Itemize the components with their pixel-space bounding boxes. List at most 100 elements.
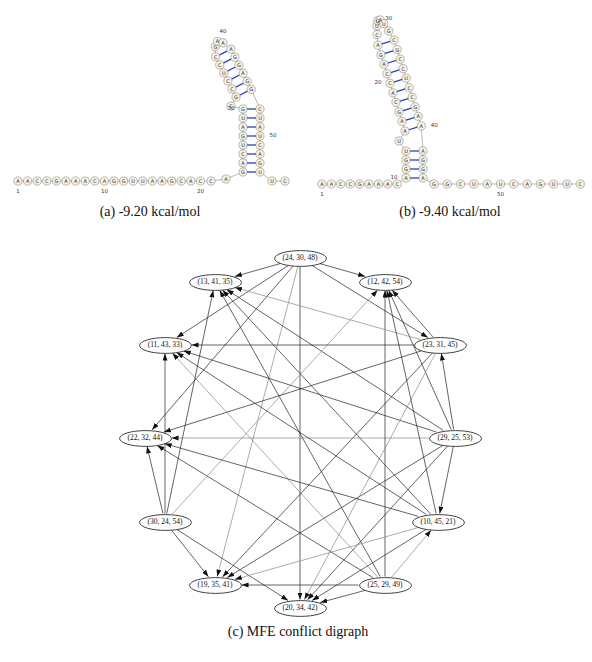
conflict-arc [235,528,418,580]
nucleotide-circle [550,180,558,188]
nucleotide-circle [395,108,403,116]
position-number: 30 [385,16,392,22]
nucleotide-circle [402,147,410,155]
nucleotide-letter: C [385,71,389,76]
graph-node: (29, 25, 53) [429,430,482,447]
nucleotide-circle [247,85,255,93]
nucleotide-circle [374,41,382,49]
nucleotide-circle [396,55,404,63]
nucleotide-circle [148,177,156,185]
nucleotide-letter: A [400,119,403,124]
nucleotide-letter: A [241,125,244,130]
nucleotide-circle [239,132,247,140]
node-outline [139,337,191,353]
nucleotide-circle [222,175,230,183]
nucleotide-circle [239,141,247,149]
nucleotide-letter: A [376,43,379,48]
position-number: 20 [374,81,381,87]
nucleotide-circle [346,180,354,188]
nucleotide-circle [235,61,243,69]
nucleotide-letter: U [270,179,274,184]
conflict-arc [242,585,359,586]
nucleotide-circle [393,180,401,188]
nucleotide-letter: U [241,116,245,121]
nucleotide-letter: G [421,167,425,172]
nucleotide-letter: C [459,182,463,187]
nucleotide-letter: A [241,71,244,76]
nucleotide-letter: A [404,176,407,181]
nucleotide-circle [398,117,406,125]
nucleotide-circle [419,156,427,164]
node-outline [414,337,466,353]
graph-node: (10, 45, 21) [412,514,465,531]
subfigure-caption: (a) -9.20 kcal/mol [100,205,201,219]
nucleotide-letter: C [209,179,213,184]
nucleotide-circle [395,137,403,145]
nucleotide-circle [110,177,118,185]
graph-node: (20, 34, 42) [274,600,327,617]
nucleotide-letter: G [112,179,116,184]
nucleotide-letter: A [216,39,219,44]
nucleotide-letter: A [377,182,380,187]
conflict-arc [223,290,431,514]
nucleotide-circle [177,177,185,185]
nucleotide-circle [256,132,264,140]
nucleotide-circle [389,89,397,97]
nucleotide-letter: U [397,139,401,144]
graph-node: (11, 43, 33) [139,337,192,354]
nucleotide-circle [327,180,335,188]
node-label: (11, 43, 33) [139,341,192,349]
graph-node: (23, 31, 45) [414,337,467,354]
conflict-arc [312,266,428,338]
nucleotide-circle [374,180,382,188]
nucleotide-letter: C [93,179,97,184]
nucleotide-circle [402,174,410,182]
nucleotide-letter: A [258,152,261,157]
node-label: (25, 29, 49) [359,581,412,589]
position-number: 40 [431,123,438,129]
conflict-arc [227,290,444,431]
nucleotide-circle [337,180,345,188]
nucleotide-letter: U [258,170,262,175]
nucleotide-letter: A [378,17,381,22]
node-label: (13, 41, 35) [189,278,242,286]
nucleotide-letter: C [579,182,583,187]
nucleotide-letter: A [416,114,419,119]
node-label: (22, 32, 44) [119,434,172,442]
conflict-arc [392,290,433,337]
nucleotide-circle [443,180,451,188]
node-outline [412,514,464,530]
nucleotide-letter: G [358,182,362,187]
conflict-arc [157,446,372,578]
conflict-arc [167,290,213,513]
nucleotide-circle [401,127,409,135]
nucleotide-circle [281,177,289,185]
nucleotide-circle [399,65,407,73]
nucleotide-circle [139,177,147,185]
nucleotide-circle [43,177,51,185]
nucleotide-circle [168,177,176,185]
nucleotide-circle [256,105,264,113]
nucleotide-letter: C [258,143,262,148]
conflict-arc [227,446,442,578]
nucleotide-circle [536,180,544,188]
conflict-arc [392,530,431,577]
node-outline [359,577,411,593]
nucleotide-circle [219,39,227,47]
conflict-arc [223,353,433,577]
nucleotide-letter: A [382,62,385,67]
nucleotide-letter: G [379,52,383,57]
nucleotide-letter: C [375,32,379,37]
nucleotide-letter: C [394,100,398,105]
nucleotide-letter: G [54,179,58,184]
nucleotide-letter: A [16,179,19,184]
nucleotide-circle [256,168,264,176]
nucleotide-letter: A [103,179,106,184]
nucleotide-letter: G [249,87,253,92]
conflict-arc [164,351,421,432]
nucleotide-letter: G [421,158,425,163]
nucleotide-circle [129,177,137,185]
conflict-arc [385,291,386,577]
conflict-arc [235,264,280,277]
